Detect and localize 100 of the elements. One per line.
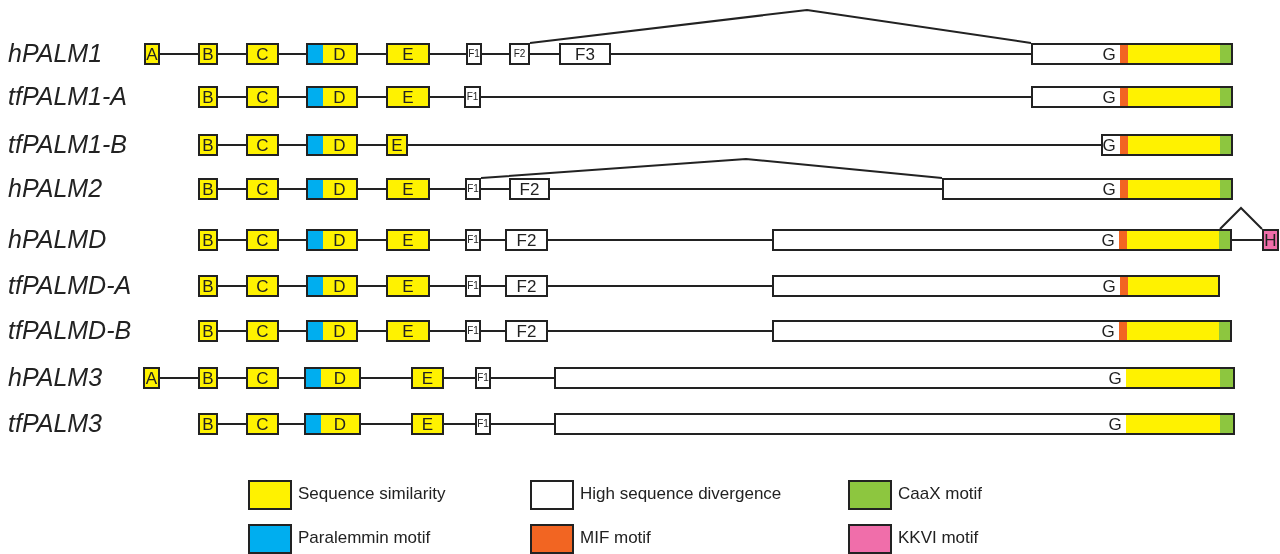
intron-line: [357, 239, 387, 241]
exon-label: G: [1100, 231, 1116, 249]
intron-line: [217, 188, 247, 190]
exon-label: G: [1101, 180, 1117, 198]
exon-box: [246, 320, 279, 342]
exon-label: F2: [515, 231, 538, 249]
legend-label: Paralemmin motif: [298, 528, 431, 548]
exon-box: [246, 275, 279, 297]
intron-line: [357, 144, 387, 146]
intron-line: [480, 96, 1032, 98]
exon-box: [411, 413, 444, 435]
exon-box: [505, 320, 548, 342]
exon-box: [246, 367, 279, 389]
intron-line: [610, 53, 1032, 55]
exon-box: [559, 43, 611, 65]
exon-box: [386, 86, 430, 108]
exon-box: [411, 367, 444, 389]
exon-label: C: [255, 322, 270, 340]
intron-line: [480, 188, 510, 190]
exon-box: [505, 229, 548, 251]
intron-line: [480, 239, 506, 241]
exon-label: E: [401, 277, 415, 295]
exon-label: B: [201, 415, 215, 433]
splice-line: [480, 158, 943, 179]
intron-line: [480, 330, 506, 332]
intron-line: [429, 188, 466, 190]
gene-name: hPALM3: [8, 362, 103, 392]
intron-line: [407, 144, 1102, 146]
intron-line: [490, 423, 555, 425]
intron-line: [429, 53, 467, 55]
exon-label: F1: [467, 233, 479, 247]
exon-box: [475, 367, 491, 389]
exon-box: [465, 275, 481, 297]
splice-line: [529, 9, 1032, 44]
exon-label: G: [1107, 369, 1123, 387]
intron-line: [278, 423, 305, 425]
exon-label: B: [201, 180, 215, 198]
exon-box: [464, 86, 481, 108]
exon-box: [1101, 134, 1233, 156]
exon-label: D: [332, 136, 347, 154]
intron-line: [1231, 239, 1263, 241]
gene-name: tfPALM3: [8, 408, 103, 438]
intron-line: [278, 239, 307, 241]
intron-line: [429, 285, 466, 287]
exon-box: [1031, 86, 1233, 108]
exon-label: F1: [466, 90, 479, 104]
exon-box: [554, 413, 1235, 435]
intron-line: [480, 285, 506, 287]
exon-box: [386, 320, 430, 342]
exon-label: G: [1101, 88, 1117, 106]
exon-box: [246, 134, 279, 156]
exon-box: [509, 178, 550, 200]
exon-box: [386, 178, 430, 200]
exon-label: F2: [515, 277, 538, 295]
intron-line: [159, 377, 199, 379]
exon-label: F1: [468, 47, 480, 61]
intron-line: [481, 53, 510, 55]
exon-label: F2: [512, 47, 527, 61]
exon-box: [246, 229, 279, 251]
intron-line: [217, 239, 247, 241]
intron-line: [278, 377, 305, 379]
legend-label: MIF motif: [580, 528, 651, 548]
exon-label: G: [1101, 277, 1117, 295]
exon-label: C: [255, 45, 270, 63]
exon-label: B: [201, 231, 215, 249]
exon-label: E: [401, 45, 415, 63]
exon-box: [386, 229, 430, 251]
exon-label: C: [255, 277, 270, 295]
exon-label: A: [145, 369, 158, 387]
intron-line: [217, 53, 247, 55]
exon-label: G: [1101, 45, 1117, 63]
exon-label: B: [201, 277, 215, 295]
exon-label: E: [401, 231, 415, 249]
intron-line: [217, 377, 247, 379]
exon-label: C: [255, 415, 270, 433]
intron-line: [217, 144, 247, 146]
exon-label: A: [146, 45, 158, 63]
intron-line: [159, 53, 199, 55]
exon-label: D: [332, 277, 347, 295]
exon-label: D: [332, 415, 348, 433]
intron-line: [217, 423, 247, 425]
exon-box: [246, 86, 279, 108]
exon-box: [465, 229, 481, 251]
intron-line: [278, 53, 307, 55]
exon-label: C: [255, 231, 270, 249]
exon-box: [772, 229, 1232, 251]
exon-label: G: [1107, 415, 1123, 433]
exon-label: B: [201, 369, 215, 387]
exon-label: F3: [574, 45, 596, 63]
exon-label: F1: [467, 182, 479, 196]
exon-box: [475, 413, 491, 435]
gene-name: hPALM1: [8, 38, 103, 68]
exon-label: E: [420, 369, 435, 387]
exon-label: B: [201, 45, 215, 63]
intron-line: [360, 377, 412, 379]
exon-label: E: [401, 88, 415, 106]
exon-box: [306, 86, 358, 108]
exon-box: [306, 320, 358, 342]
intron-line: [278, 330, 307, 332]
exon-box: [465, 178, 481, 200]
